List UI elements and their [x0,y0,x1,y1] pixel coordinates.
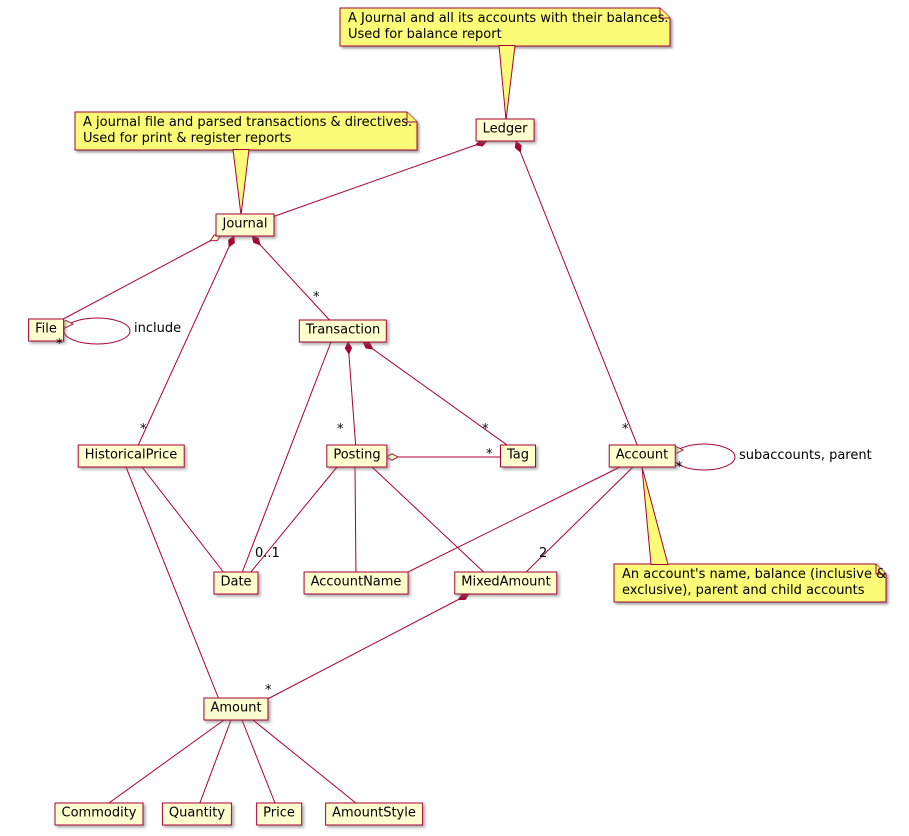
label-account-subaccounts-parent: subaccounts, parent [739,448,872,463]
edge-amount-quantity [197,719,232,809]
label-mixedamount-amount-multiplicity: * [265,683,272,698]
edge-journal-historicalprice [135,235,235,451]
edge-ledger-account [514,140,641,453]
edge-transaction-date [239,341,332,579]
note-ledger-line2: Used for balance report [348,27,502,42]
note-account-line2: exclusive), parent and child accounts [622,583,865,598]
note-ledger-fold-icon [659,8,670,19]
class-account: Account [608,444,676,468]
label-ledger-account-multiplicity: * [622,422,629,437]
class-file: File [28,318,64,342]
class-accountname: AccountName [303,571,409,595]
edge-transaction-posting [344,341,357,451]
edge-posting-mixedamount [371,466,491,579]
class-historicalprice: HistoricalPrice [77,444,185,468]
edge-transaction-tag [362,341,515,451]
edge-historicalprice-date [141,466,229,579]
note-journal-fold-icon [406,112,417,123]
label-posting-date-multiplicity: 0..1 [255,546,280,561]
note-account-tail [641,466,669,565]
class-tag: Tag [499,444,537,468]
label-file-include: include [134,321,182,336]
note-journal-tail [232,149,250,216]
label-journal-historicalprice-multiplicity: * [140,422,147,437]
note-journal-line1: A journal file and parsed transactions &… [83,115,413,130]
note-journal-body [74,111,418,151]
edge-journal-file [51,234,222,326]
class-quantity: Quantity [161,802,233,826]
note-journal-line2: Used for print & register reports [83,131,292,146]
class-ledger: Ledger [475,118,535,142]
class-posting: Posting [326,444,388,468]
edge-posting-accountname [354,466,357,579]
class-price: Price [256,802,302,826]
note-account-fold-icon [875,564,886,575]
note-account-body [613,563,887,603]
class-journal: Journal [215,213,275,237]
class-date: Date [213,571,259,595]
edge-amount-commodity [101,719,225,809]
edge-account-mixedamount [519,466,634,579]
edge-account-accountname [395,466,621,579]
note-ledger-body [339,7,671,47]
label-account-mixedamount-multiplicity: 2 [539,546,548,561]
note-journal: A journal file and parsed transactions &… [83,115,412,147]
note-ledger-tail [498,45,516,121]
label-posting-tag-multiplicity: * [486,447,493,462]
class-mixedamount: MixedAmount [454,571,558,595]
edge-historicalprice-amount [125,466,221,703]
label-account-selfloop-multiplicity: * [676,460,683,475]
class-amountstyle: AmountStyle [325,802,423,826]
label-transaction-posting-multiplicity: * [337,422,344,437]
edge-amount-amountstyle [252,719,363,809]
note-ledger: A Journal and all its accounts with thei… [348,11,669,43]
class-amount: Amount [203,697,269,721]
note-account-line1: An account's name, balance (inclusive & [622,567,887,582]
class-transaction: Transaction [298,319,388,343]
label-journal-file-multiplicity: * [56,337,63,352]
edge-mixedamount-amount [257,593,470,705]
edge-file-selfloop [63,317,131,345]
edge-amount-price [241,719,278,809]
edge-journal-transaction [251,235,336,327]
class-commodity: Commodity [54,802,144,826]
label-journal-transaction-multiplicity: * [313,290,320,305]
label-transaction-tag-multiplicity: * [482,422,489,437]
edge-ledger-journal [257,139,488,223]
note-account: An account's name, balance (inclusive & … [622,567,886,599]
note-ledger-line1: A Journal and all its accounts with thei… [348,11,669,26]
edge-posting-date [245,466,338,579]
